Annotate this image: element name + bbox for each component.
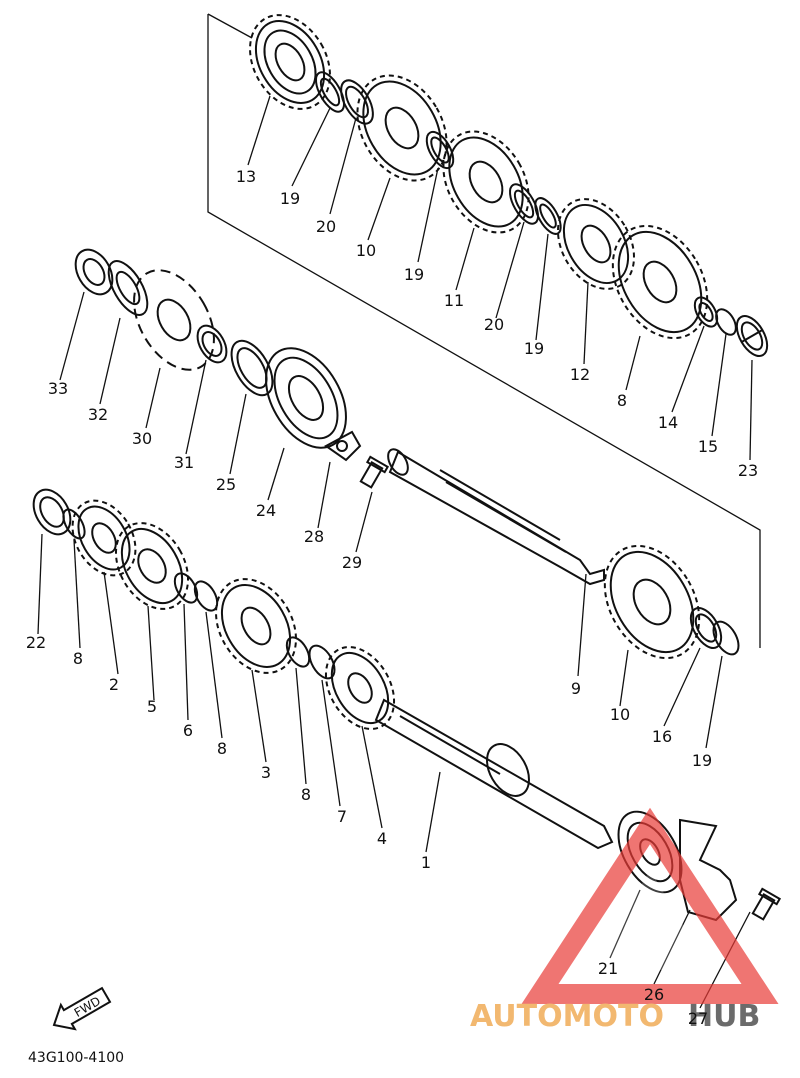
part-label-22: 22 — [26, 633, 46, 652]
bearing-24 — [265, 347, 347, 449]
part-label-24: 24 — [256, 501, 276, 520]
part-label-29: 29 — [342, 553, 362, 572]
part-label-2: 2 — [109, 675, 119, 694]
watermark-triangle — [521, 807, 779, 1004]
part-label-30: 30 — [132, 429, 152, 448]
part-label-15: 13 — [236, 167, 256, 186]
part-label-8: 8 — [217, 739, 227, 758]
part-labels: 13 19 20 10 19 11 20 19 12 8 14 15 23 33… — [26, 167, 758, 1028]
gear-13 — [442, 130, 530, 234]
gear-15 — [249, 14, 331, 110]
part-label-8: 8 — [73, 649, 83, 668]
part-label-14: 12 — [570, 365, 590, 384]
watermark-word-1: AUTOMOTO — [470, 999, 664, 1034]
part-label-19: 19 — [692, 751, 712, 770]
screw-29 — [359, 455, 390, 489]
part-label-9: 9 — [571, 679, 581, 698]
part-label-19: 19 — [280, 189, 300, 208]
part-label-19: 19 — [524, 339, 544, 358]
part-label-32: 32 — [88, 405, 108, 424]
bearing-23 — [735, 315, 769, 357]
clip-19-shaft — [712, 620, 740, 656]
part-label-7: 7 — [337, 807, 347, 826]
washer-16 — [693, 296, 719, 328]
sprocket-30 — [133, 269, 215, 371]
part-label-33: 33 — [48, 379, 68, 398]
gear-2 — [71, 499, 137, 577]
part-label-4: 4 — [377, 829, 387, 848]
part-label-26: 26 — [644, 985, 664, 1004]
collar-31 — [196, 324, 228, 364]
gear-12 — [356, 74, 448, 182]
watermark-word-2: HUB — [688, 999, 760, 1034]
washer-8-b — [193, 580, 219, 612]
part-label-28: 28 — [304, 527, 324, 546]
washer-20-mid — [509, 183, 539, 225]
part-label-25: 25 — [216, 475, 236, 494]
diagram-code: 43G100-4100 — [28, 1050, 124, 1066]
gear-3 — [215, 578, 297, 674]
part-label-5: 5 — [147, 697, 157, 716]
part-label-6: 6 — [183, 721, 193, 740]
washer-19-top — [315, 71, 345, 113]
washer-8-c — [285, 636, 311, 668]
bearing-22 — [32, 488, 72, 536]
fwd-arrow: FWD — [52, 986, 112, 1031]
part-label-23: 23 — [738, 461, 758, 480]
gear-11 — [603, 544, 701, 660]
part-label-12: 10 — [356, 241, 376, 260]
part-label-16: 14 — [658, 413, 678, 432]
main-axle-1 — [374, 698, 614, 850]
part-label-8: 8 — [301, 785, 311, 804]
part-label-1: 1 — [421, 853, 431, 872]
part-label-10: 8 — [617, 391, 627, 410]
watermark-logo: AUTOMOTO HUB — [470, 807, 779, 1034]
part-label-20: 20 — [316, 217, 336, 236]
part-label-18: 16 — [652, 727, 672, 746]
part-label-27: 27 — [688, 1009, 708, 1028]
part-label-19: 19 — [404, 265, 424, 284]
leader-lines — [37, 95, 753, 1009]
part-label-31: 31 — [174, 453, 194, 472]
washer-17 — [715, 308, 737, 336]
gear-5 — [114, 522, 190, 610]
washer-6 — [173, 572, 199, 604]
gear-14 — [557, 198, 635, 290]
part-label-21: 21 — [598, 959, 618, 978]
bearing-plate-28 — [324, 430, 362, 462]
washer-19-b — [534, 197, 562, 235]
drive-axle-9 — [387, 448, 605, 586]
nut-33 — [74, 248, 114, 296]
part-label-11: 10 — [610, 705, 630, 724]
part-label-13: 11 — [444, 291, 464, 310]
part-label-3: 3 — [261, 763, 271, 782]
oil-seal-25 — [230, 339, 274, 397]
screw-27 — [751, 887, 782, 921]
part-label-17: 15 — [698, 437, 718, 456]
group-boundary-lines — [207, 13, 761, 648]
part-label-20: 20 — [484, 315, 504, 334]
washer-8-a — [62, 508, 86, 540]
washer-18 — [689, 607, 723, 649]
